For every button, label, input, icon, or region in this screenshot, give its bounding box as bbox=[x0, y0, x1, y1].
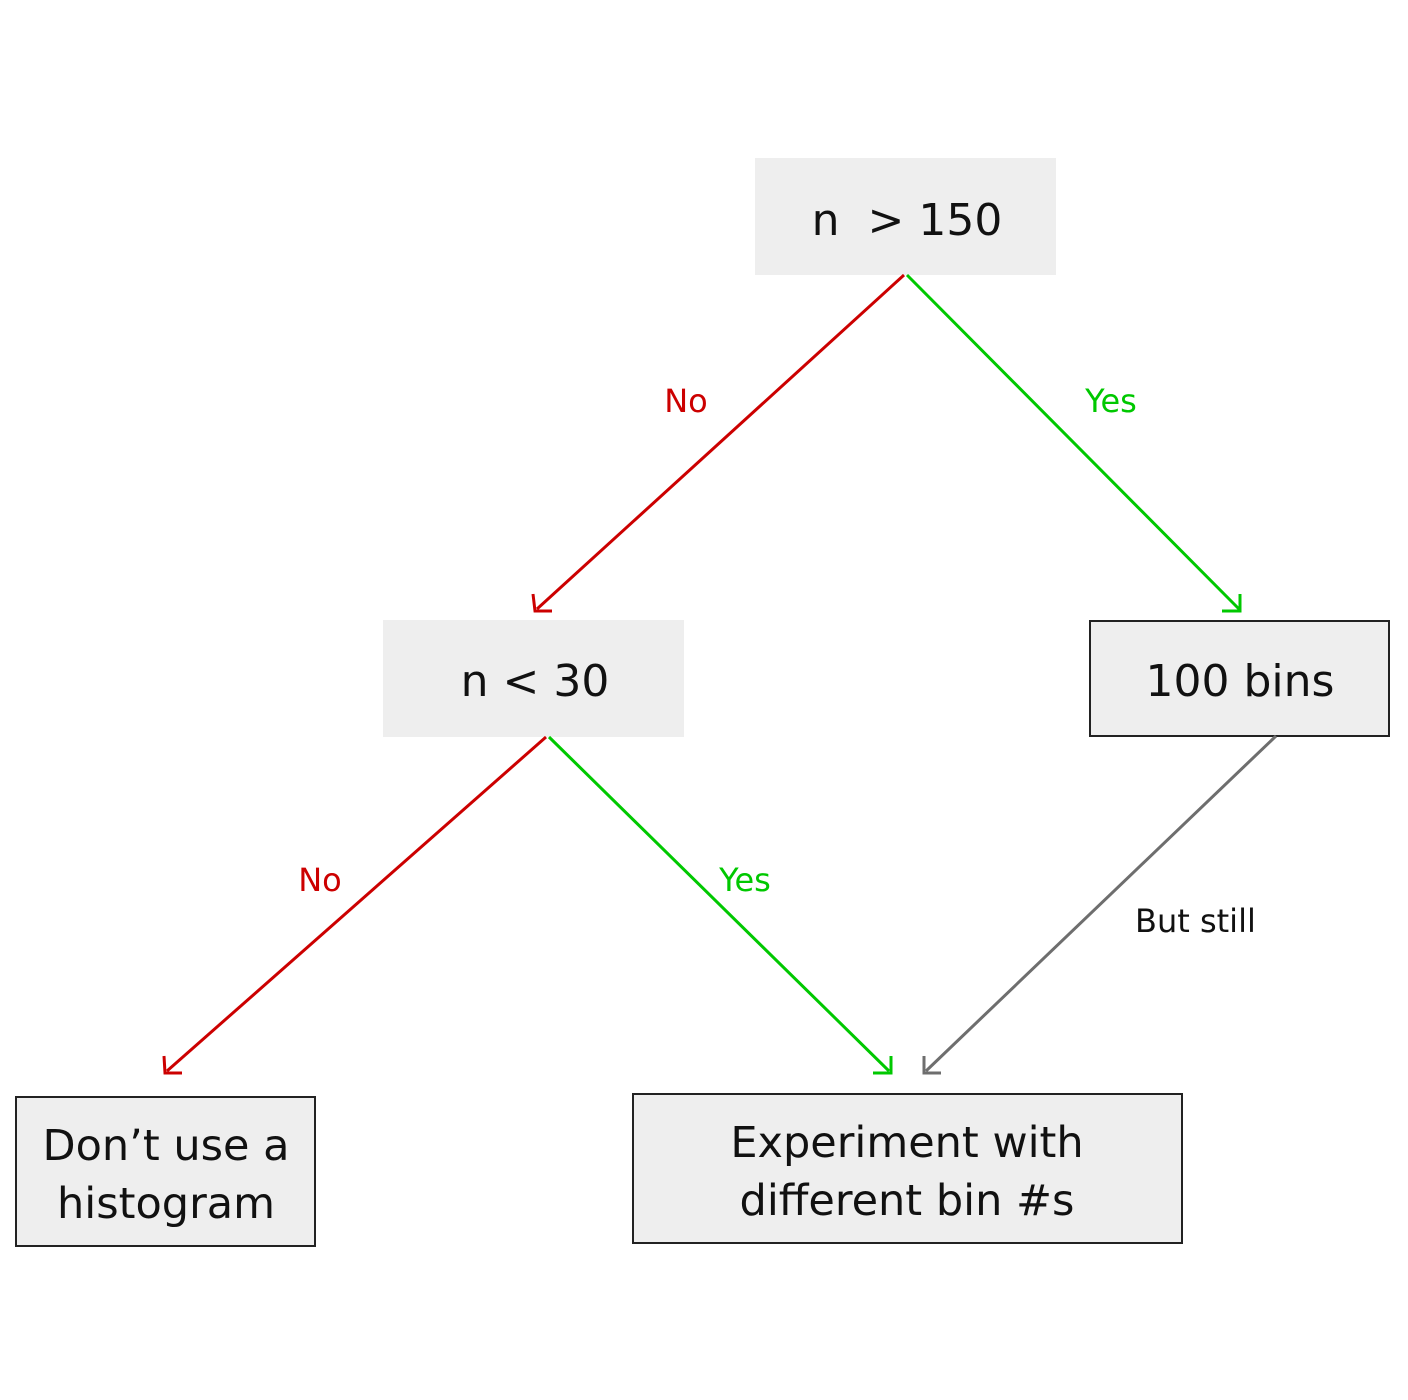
edge-mid-no-line bbox=[166, 735, 547, 1073]
node-dont-use-histogram-box bbox=[15, 1096, 316, 1247]
edge-mid-yes-label: Yes bbox=[718, 861, 771, 899]
node-experiment-box bbox=[632, 1093, 1183, 1244]
node-n-less-30: n < 30 bbox=[383, 620, 684, 737]
edge-mid-yes: Yes bbox=[547, 735, 893, 1075]
node-100-bins-box bbox=[1089, 620, 1390, 737]
edge-mid-yes-arrowhead bbox=[873, 1056, 893, 1075]
node-n-less-30-label: n < 30 bbox=[461, 656, 610, 707]
edge-mid-no-label: No bbox=[298, 861, 342, 899]
node-dont-use-histogram-line2: histogram bbox=[57, 1179, 275, 1229]
edge-top-yes-label: Yes bbox=[1084, 382, 1137, 420]
node-dont-use-histogram-line1: Don’t use a bbox=[43, 1121, 290, 1171]
node-n-greater-150-box bbox=[755, 158, 1056, 275]
node-100-bins-label: 100 bins bbox=[1146, 656, 1335, 707]
node-100-bins: 100 bins bbox=[1089, 620, 1390, 737]
edge-mid-no: No bbox=[162, 735, 547, 1075]
edge-but-still-label: But still bbox=[1135, 902, 1256, 940]
node-n-greater-150-label: n > 150 bbox=[812, 195, 1003, 246]
edge-top-no: No bbox=[531, 273, 906, 613]
node-n-less-30-box bbox=[383, 620, 684, 737]
edge-top-yes: Yes bbox=[905, 273, 1242, 613]
edge-top-no-arrowhead bbox=[531, 593, 552, 613]
node-dont-use-histogram: Don’t use a histogram bbox=[15, 1096, 316, 1247]
edge-but-still: But still bbox=[922, 734, 1278, 1075]
node-experiment-line2: different bin #s bbox=[740, 1176, 1075, 1226]
edge-but-still-line bbox=[924, 734, 1278, 1073]
node-experiment: Experiment with different bin #s bbox=[632, 1093, 1183, 1244]
edge-mid-no-arrowhead bbox=[162, 1055, 182, 1075]
edge-top-no-line bbox=[535, 273, 906, 611]
edge-top-yes-line bbox=[905, 273, 1241, 611]
node-experiment-line1: Experiment with bbox=[730, 1118, 1083, 1168]
node-n-greater-150: n > 150 bbox=[755, 158, 1056, 275]
edge-top-yes-arrowhead bbox=[1222, 594, 1242, 613]
edge-but-still-arrowhead bbox=[922, 1056, 941, 1075]
edge-top-no-label: No bbox=[664, 382, 708, 420]
edge-mid-yes-line bbox=[547, 735, 891, 1073]
